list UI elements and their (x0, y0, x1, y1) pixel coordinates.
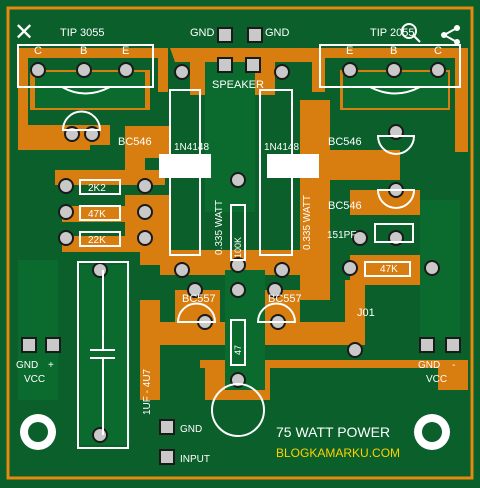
label-b1: B (80, 45, 87, 57)
label-gnd-top-right: GND (265, 27, 290, 39)
label-b2: B (390, 45, 397, 57)
label-input: INPUT (180, 454, 210, 465)
label-e1: E (122, 45, 129, 57)
label-r-100k: 100K (233, 237, 243, 258)
label-r-22k: 22K (88, 235, 106, 246)
board-edge (6, 6, 474, 480)
label-plus-left: + (48, 360, 54, 371)
label-tip-left: TIP 3055 (60, 27, 104, 39)
label-gnd-top-left: GND (190, 27, 215, 39)
label-bc546-right-bottom: BC546 (328, 200, 362, 212)
label-cap-1uf: 1UF - 4U7 (142, 368, 153, 415)
component-outlines (61, 89, 416, 449)
label-r-47k-right: 47K (380, 264, 398, 275)
label-speaker: SPEAKER (212, 79, 264, 91)
site-text: BLOGKAMARKU.COM (276, 446, 400, 460)
label-diode-right: 1N4148 (264, 142, 299, 153)
label-c1: C (34, 45, 42, 57)
label-minus-right: - (452, 360, 455, 371)
label-bc546-right-top: BC546 (328, 136, 362, 148)
search-icon[interactable] (398, 20, 424, 46)
label-bc557-left: BC557 (182, 293, 216, 305)
label-vcc-right: VCC (426, 374, 447, 385)
mounting-holes (20, 414, 450, 450)
label-c2: C (434, 45, 442, 57)
ground-zones (18, 62, 460, 445)
label-vcc-left: VCC (24, 374, 45, 385)
label-gnd-right: GND (418, 360, 440, 371)
label-r-47k-left: 47K (88, 209, 106, 220)
label-r-2k2: 2K2 (88, 183, 106, 194)
title-text: 75 WATT POWER (276, 424, 390, 440)
pads (21, 27, 461, 465)
silkscreen-text: TIP 3055 TIP 2055 GND GND SPEAKER C B E … (16, 27, 455, 465)
label-cap-151pf: 151PF (327, 230, 356, 241)
label-bc557-right: BC557 (268, 293, 302, 305)
tip-outlines (17, 44, 461, 95)
label-diode-left: 1N4148 (174, 142, 209, 153)
label-gnd-input: GND (180, 424, 202, 435)
label-watt-right: 0.335 WATT (302, 195, 313, 250)
label-j01: J01 (357, 307, 375, 319)
label-gnd-left: GND (16, 360, 38, 371)
close-icon[interactable]: ✕ (14, 18, 35, 46)
share-icon[interactable] (438, 22, 464, 48)
label-r-47: 47 (233, 345, 243, 355)
label-watt-left: 0.335 WATT (214, 200, 225, 255)
label-bc546-left: BC546 (118, 136, 152, 148)
label-e2: E (346, 45, 353, 57)
